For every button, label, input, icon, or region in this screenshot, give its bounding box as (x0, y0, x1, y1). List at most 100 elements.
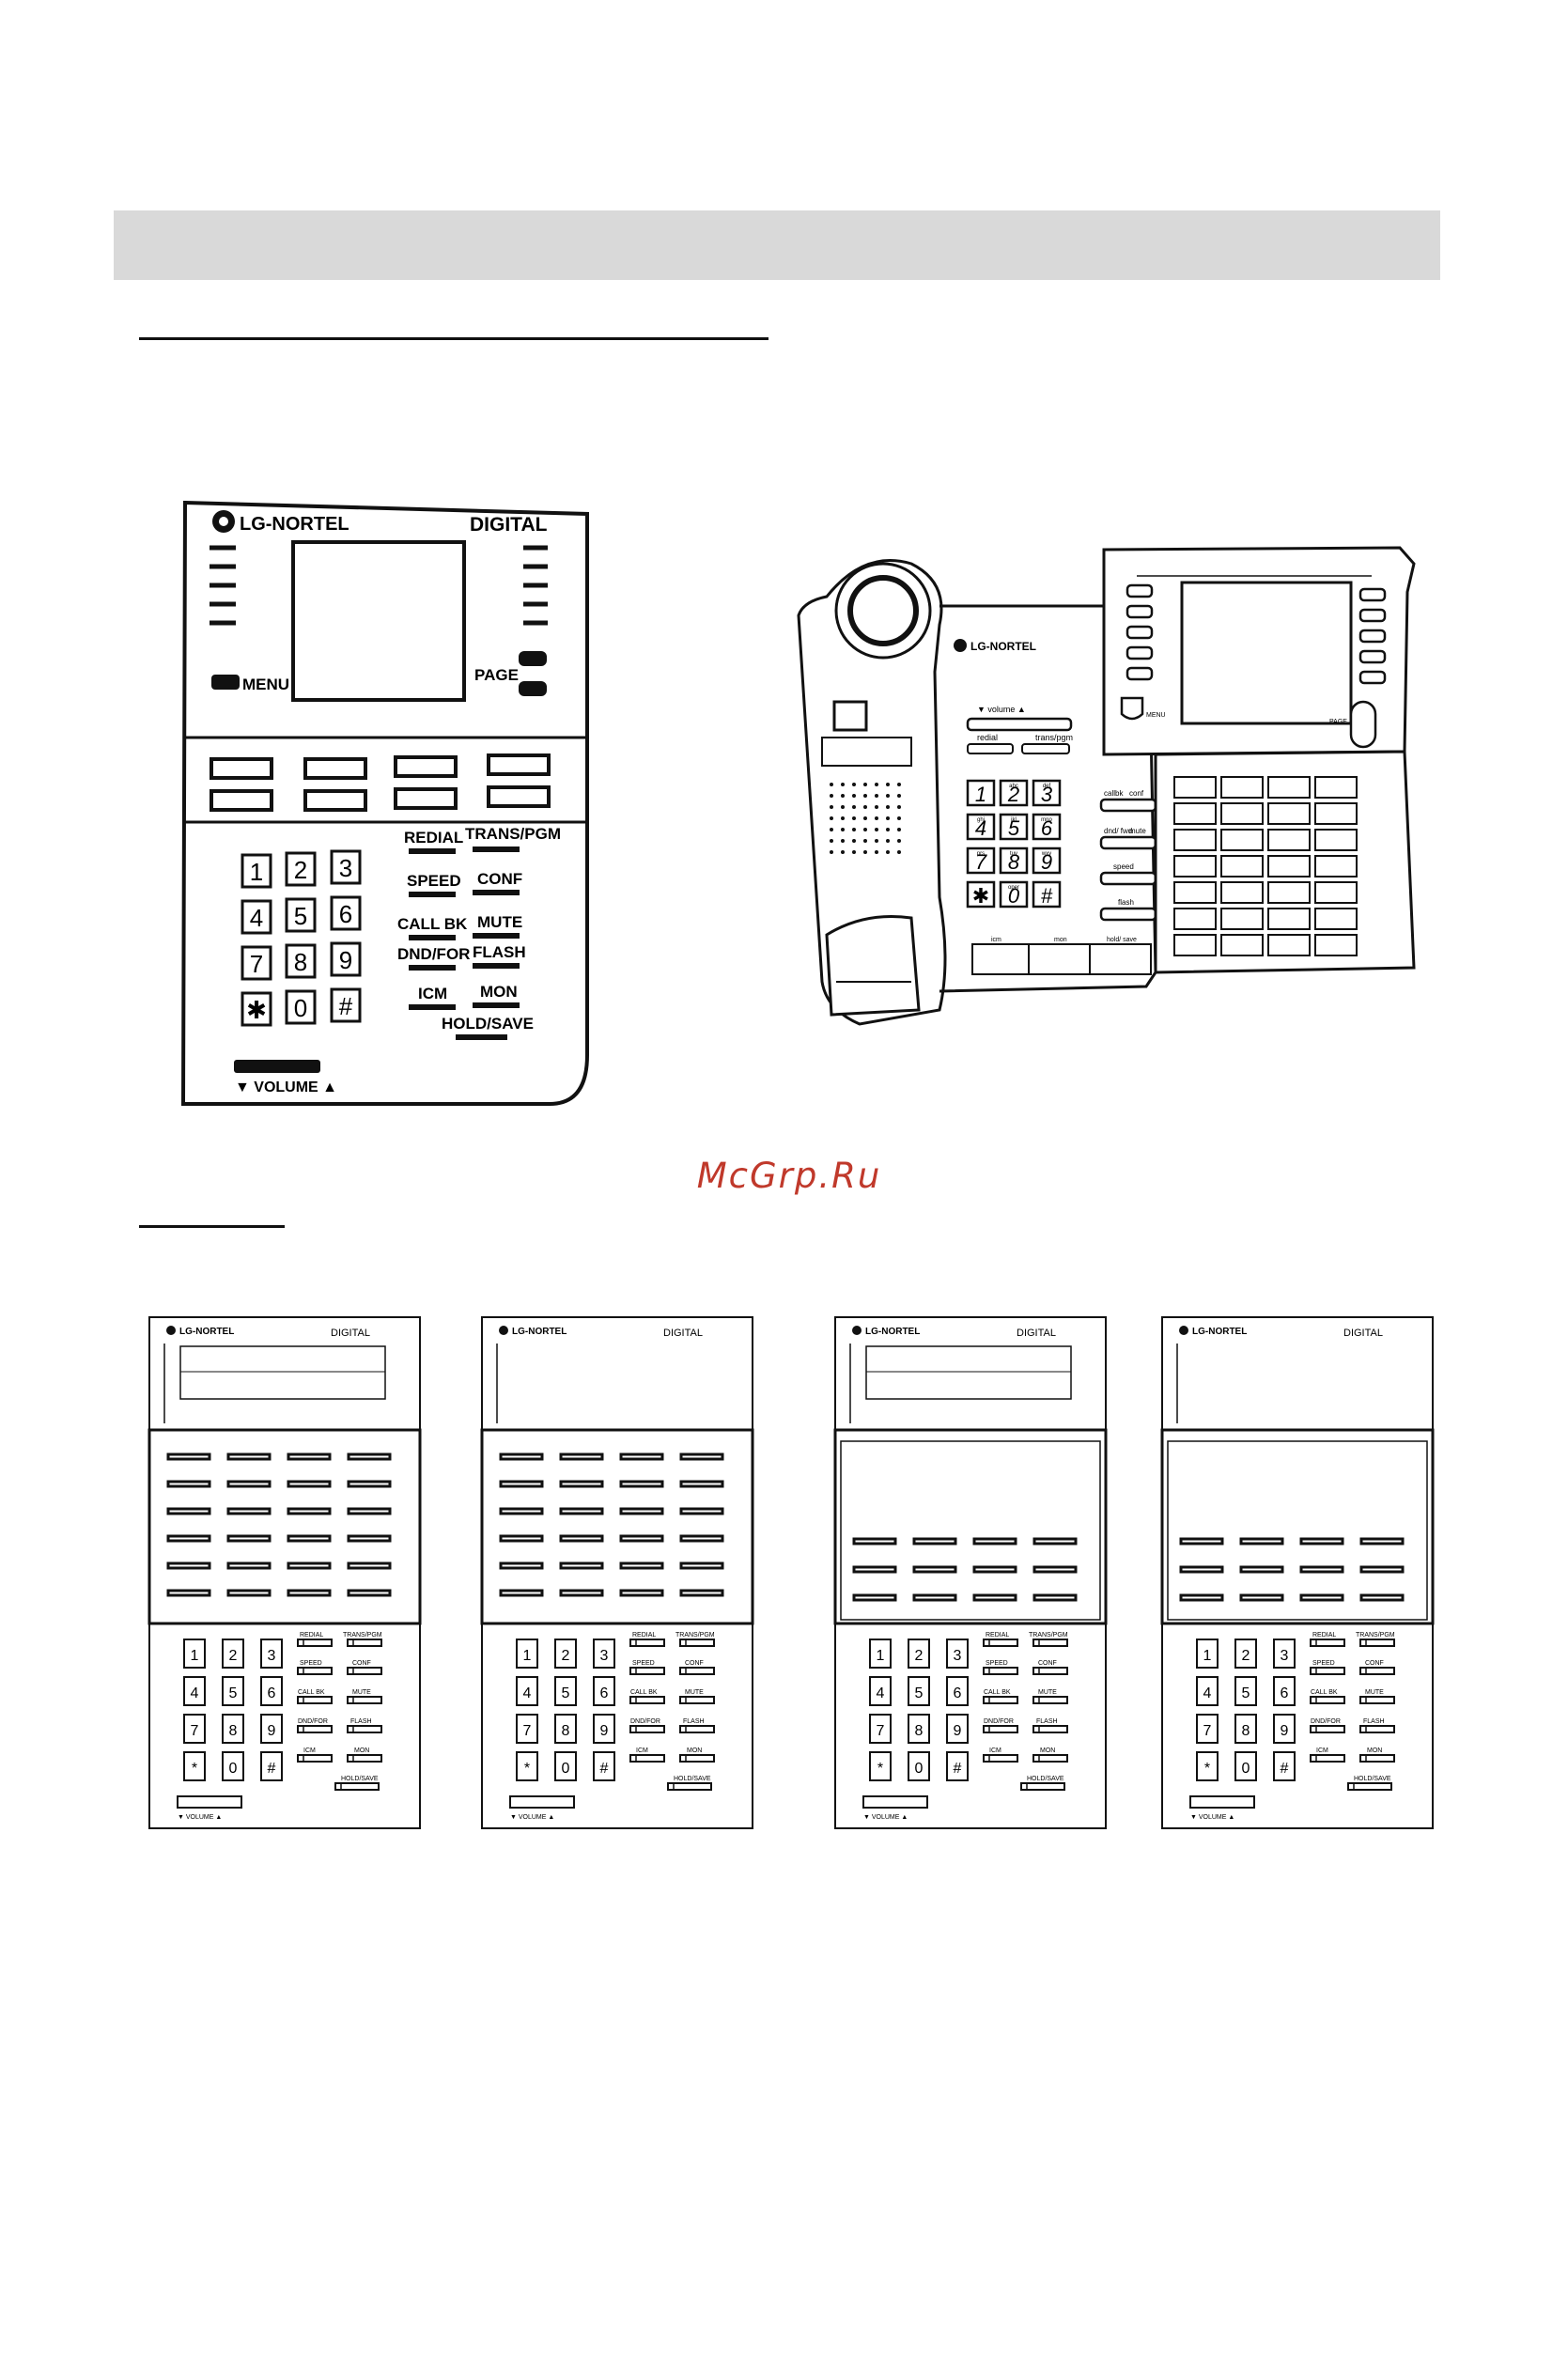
svg-text:CALL BK: CALL BK (984, 1689, 1011, 1696)
svg-text:CONF: CONF (1365, 1660, 1384, 1667)
svg-text:▼ VOLUME ▲: ▼ VOLUME ▲ (178, 1814, 222, 1821)
svg-text:CONF: CONF (352, 1660, 371, 1667)
svg-text:FLASH: FLASH (1036, 1718, 1058, 1725)
svg-text:HOLD/SAVE: HOLD/SAVE (1354, 1776, 1391, 1782)
svg-text:9: 9 (339, 946, 352, 974)
svg-text:LG-NORTEL: LG-NORTEL (970, 640, 1036, 653)
menu-button (211, 675, 240, 690)
svg-text:DND/FOR: DND/FOR (397, 945, 470, 963)
svg-text:9: 9 (1281, 1723, 1289, 1739)
svg-text:CALL BK: CALL BK (298, 1689, 325, 1696)
feature-labels: REDIAL TRANS/PGM SPEED CONF CALL BK MUTE… (397, 825, 561, 1033)
svg-text:6: 6 (339, 900, 352, 928)
svg-text:HOLD/SAVE: HOLD/SAVE (341, 1776, 379, 1782)
svg-text:7: 7 (191, 1723, 199, 1739)
svg-text:MON: MON (1040, 1747, 1055, 1754)
svg-text:LG-NORTEL: LG-NORTEL (512, 1327, 567, 1337)
svg-text:wxy: wxy (1041, 851, 1051, 857)
svg-text:MON: MON (354, 1747, 369, 1754)
svg-text:ICM: ICM (1316, 1747, 1328, 1754)
svg-text:3: 3 (268, 1648, 276, 1664)
svg-text:tuv: tuv (1010, 851, 1017, 857)
svg-text:1: 1 (877, 1648, 885, 1664)
svg-text:✱: ✱ (972, 884, 989, 908)
page-up-button (519, 651, 547, 666)
svg-text:2: 2 (562, 1648, 570, 1664)
svg-text:2: 2 (915, 1648, 924, 1664)
volume-button (234, 1060, 320, 1073)
menu-label: MENU (242, 676, 289, 693)
svg-text:5: 5 (562, 1685, 570, 1701)
svg-text:DND/FOR: DND/FOR (630, 1718, 660, 1725)
svg-text:1: 1 (191, 1648, 199, 1664)
phone-handset-illustration: LG-NORTEL ▼ volume ▲ redial trans/pgm 1 … (797, 546, 1416, 1026)
svg-text:#: # (1041, 884, 1053, 908)
svg-text:DIGITAL: DIGITAL (331, 1328, 370, 1339)
svg-text:4: 4 (523, 1685, 532, 1701)
svg-text:7: 7 (1203, 1723, 1212, 1739)
section-banner (114, 210, 1440, 280)
svg-text:REDIAL: REDIAL (632, 1632, 656, 1639)
svg-text:0: 0 (1008, 884, 1020, 908)
svg-text:#: # (954, 1761, 962, 1777)
svg-text:abc: abc (1009, 784, 1018, 789)
model-label: DIGITAL (470, 514, 548, 536)
svg-text:▼ VOLUME ▲: ▼ VOLUME ▲ (510, 1814, 554, 1821)
svg-text:REDIAL: REDIAL (404, 829, 463, 847)
svg-text:FLASH: FLASH (1363, 1718, 1385, 1725)
page-label: PAGE (474, 666, 519, 684)
svg-text:4: 4 (250, 904, 263, 932)
svg-text:1: 1 (250, 858, 263, 886)
svg-text:8: 8 (1008, 850, 1020, 874)
svg-text:3: 3 (1281, 1648, 1289, 1664)
svg-text:6: 6 (600, 1685, 609, 1701)
svg-text:5: 5 (1242, 1685, 1250, 1701)
svg-text:TRANS/PGM: TRANS/PGM (1029, 1632, 1068, 1639)
svg-text:8: 8 (229, 1723, 238, 1739)
svg-text:mon: mon (1054, 937, 1067, 943)
flex-buttons (210, 753, 551, 812)
svg-text:7: 7 (250, 950, 263, 978)
dss-keys (1173, 776, 1358, 956)
svg-text:ICM: ICM (418, 985, 447, 1002)
svg-text:2: 2 (1242, 1648, 1250, 1664)
svg-text:icm: icm (991, 937, 1001, 943)
svg-text:DND/FOR: DND/FOR (984, 1718, 1014, 1725)
svg-text:4: 4 (1203, 1685, 1212, 1701)
subheading-rule (139, 1225, 285, 1228)
svg-text:CALL BK: CALL BK (1311, 1689, 1338, 1696)
svg-text:jkl: jkl (1010, 817, 1017, 823)
svg-text:SPEED: SPEED (632, 1660, 655, 1667)
svg-text:FLASH: FLASH (473, 943, 526, 961)
svg-text:SPEED: SPEED (986, 1660, 1008, 1667)
svg-text:ICM: ICM (303, 1747, 316, 1754)
svg-text:prs: prs (977, 851, 985, 857)
svg-text:1: 1 (975, 783, 986, 806)
svg-text:mno: mno (1041, 817, 1052, 823)
svg-text:DIGITAL: DIGITAL (1343, 1328, 1383, 1339)
svg-text:3: 3 (1041, 783, 1053, 806)
svg-text:redial: redial (977, 733, 998, 742)
brand-name: LG-NORTEL (240, 514, 349, 535)
svg-text:1: 1 (523, 1648, 532, 1664)
svg-text:mute: mute (1129, 827, 1146, 835)
svg-text:1: 1 (1203, 1648, 1212, 1664)
svg-text:6: 6 (268, 1685, 276, 1701)
svg-text:SPEED: SPEED (1312, 1660, 1335, 1667)
svg-text:hold/ save: hold/ save (1107, 937, 1137, 943)
svg-text:ghi: ghi (977, 817, 985, 823)
svg-text:▼ VOLUME ▲: ▼ VOLUME ▲ (863, 1814, 908, 1821)
svg-text:LG-NORTEL: LG-NORTEL (179, 1327, 234, 1337)
svg-text:HOLD/SAVE: HOLD/SAVE (1027, 1776, 1064, 1782)
svg-text:oper: oper (1008, 885, 1019, 891)
svg-text:5: 5 (915, 1685, 924, 1701)
svg-text:6: 6 (1281, 1685, 1289, 1701)
svg-text:ICM: ICM (989, 1747, 1001, 1754)
svg-text:SPEED: SPEED (300, 1660, 322, 1667)
svg-text:DIGITAL: DIGITAL (1017, 1328, 1056, 1339)
svg-text:MUTE: MUTE (352, 1689, 371, 1696)
svg-text:2: 2 (229, 1648, 238, 1664)
svg-text:9: 9 (268, 1723, 276, 1739)
